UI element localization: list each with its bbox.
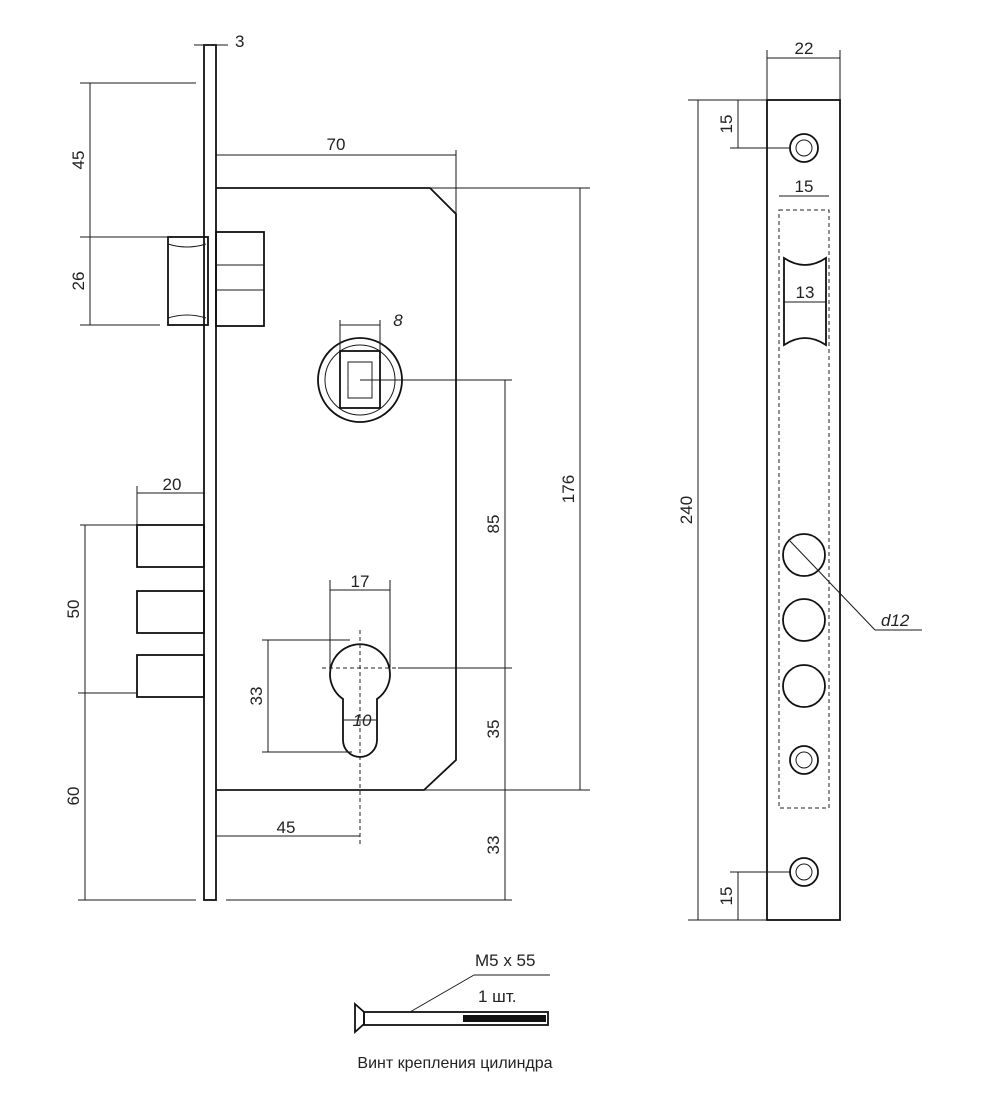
screw-hole-middle <box>789 745 819 775</box>
label-screw-top-offset: 15 <box>717 115 736 134</box>
deadbolt-2 <box>136 590 205 634</box>
cylinder-cutout <box>322 630 398 845</box>
deadbolt-1 <box>136 524 205 568</box>
screw-head <box>354 1001 365 1035</box>
faceplate <box>203 44 217 901</box>
label-faceplate-length: 240 <box>677 496 696 524</box>
dimension-lines-right <box>688 50 922 921</box>
label-latch-height: 26 <box>69 272 88 291</box>
screw-labels: M5 x 55 1 шт. Винт крепления цилиндра <box>357 951 552 1072</box>
label-cylinder-lower: 35 <box>484 720 503 739</box>
screw-caption: Винт крепления цилиндра <box>357 1055 552 1072</box>
label-cylinder-height: 33 <box>247 687 266 706</box>
dimension-labels: 3 45 26 70 8 176 85 20 50 60 17 33 10 35… <box>64 32 910 905</box>
label-latch-width: 13 <box>796 283 815 302</box>
label-cylinder-width: 17 <box>351 572 370 591</box>
label-faceplate-width: 22 <box>795 39 814 58</box>
label-body-depth: 70 <box>327 135 346 154</box>
cylinder-screw <box>354 974 550 1035</box>
bolt-hole-1 <box>782 533 826 577</box>
deadbolt-3 <box>136 654 205 698</box>
label-center-distance: 85 <box>484 515 503 534</box>
bolt-hole-2 <box>782 598 826 642</box>
label-screw-bottom-offset: 15 <box>717 887 736 906</box>
faceplate-front-view <box>688 50 922 921</box>
screw-shank <box>363 1011 549 1026</box>
latch-housing <box>215 231 265 327</box>
label-bolt-projection: 20 <box>163 475 182 494</box>
label-latch-window-width: 15 <box>795 177 814 196</box>
label-faceplate-thickness: 3 <box>235 32 244 51</box>
label-body-height: 176 <box>559 475 578 503</box>
label-top-offset: 45 <box>69 151 88 170</box>
label-bolt-hole-diameter: d12 <box>881 611 910 630</box>
screw-hole-bottom <box>789 857 819 887</box>
lock-side-view <box>78 44 590 901</box>
faceplate-outline <box>766 99 841 921</box>
screw-hole-top <box>789 133 819 163</box>
label-backset: 45 <box>277 818 296 837</box>
bolt-window <box>778 209 830 809</box>
dimension-lines-left <box>78 44 590 901</box>
screw-quantity: 1 шт. <box>478 987 516 1006</box>
screw-spec: M5 x 55 <box>475 951 535 970</box>
label-cylinder-cam: 10 <box>353 711 372 730</box>
label-body-bottom-offset: 33 <box>484 836 503 855</box>
label-bottom-offset: 60 <box>64 787 83 806</box>
bolt-hole-3 <box>782 664 826 708</box>
latch-window <box>783 256 827 347</box>
label-bolt-span: 50 <box>64 600 83 619</box>
screw-thread <box>463 1015 546 1022</box>
latch-bolt <box>167 236 209 326</box>
label-spindle-square: 8 <box>393 311 403 330</box>
